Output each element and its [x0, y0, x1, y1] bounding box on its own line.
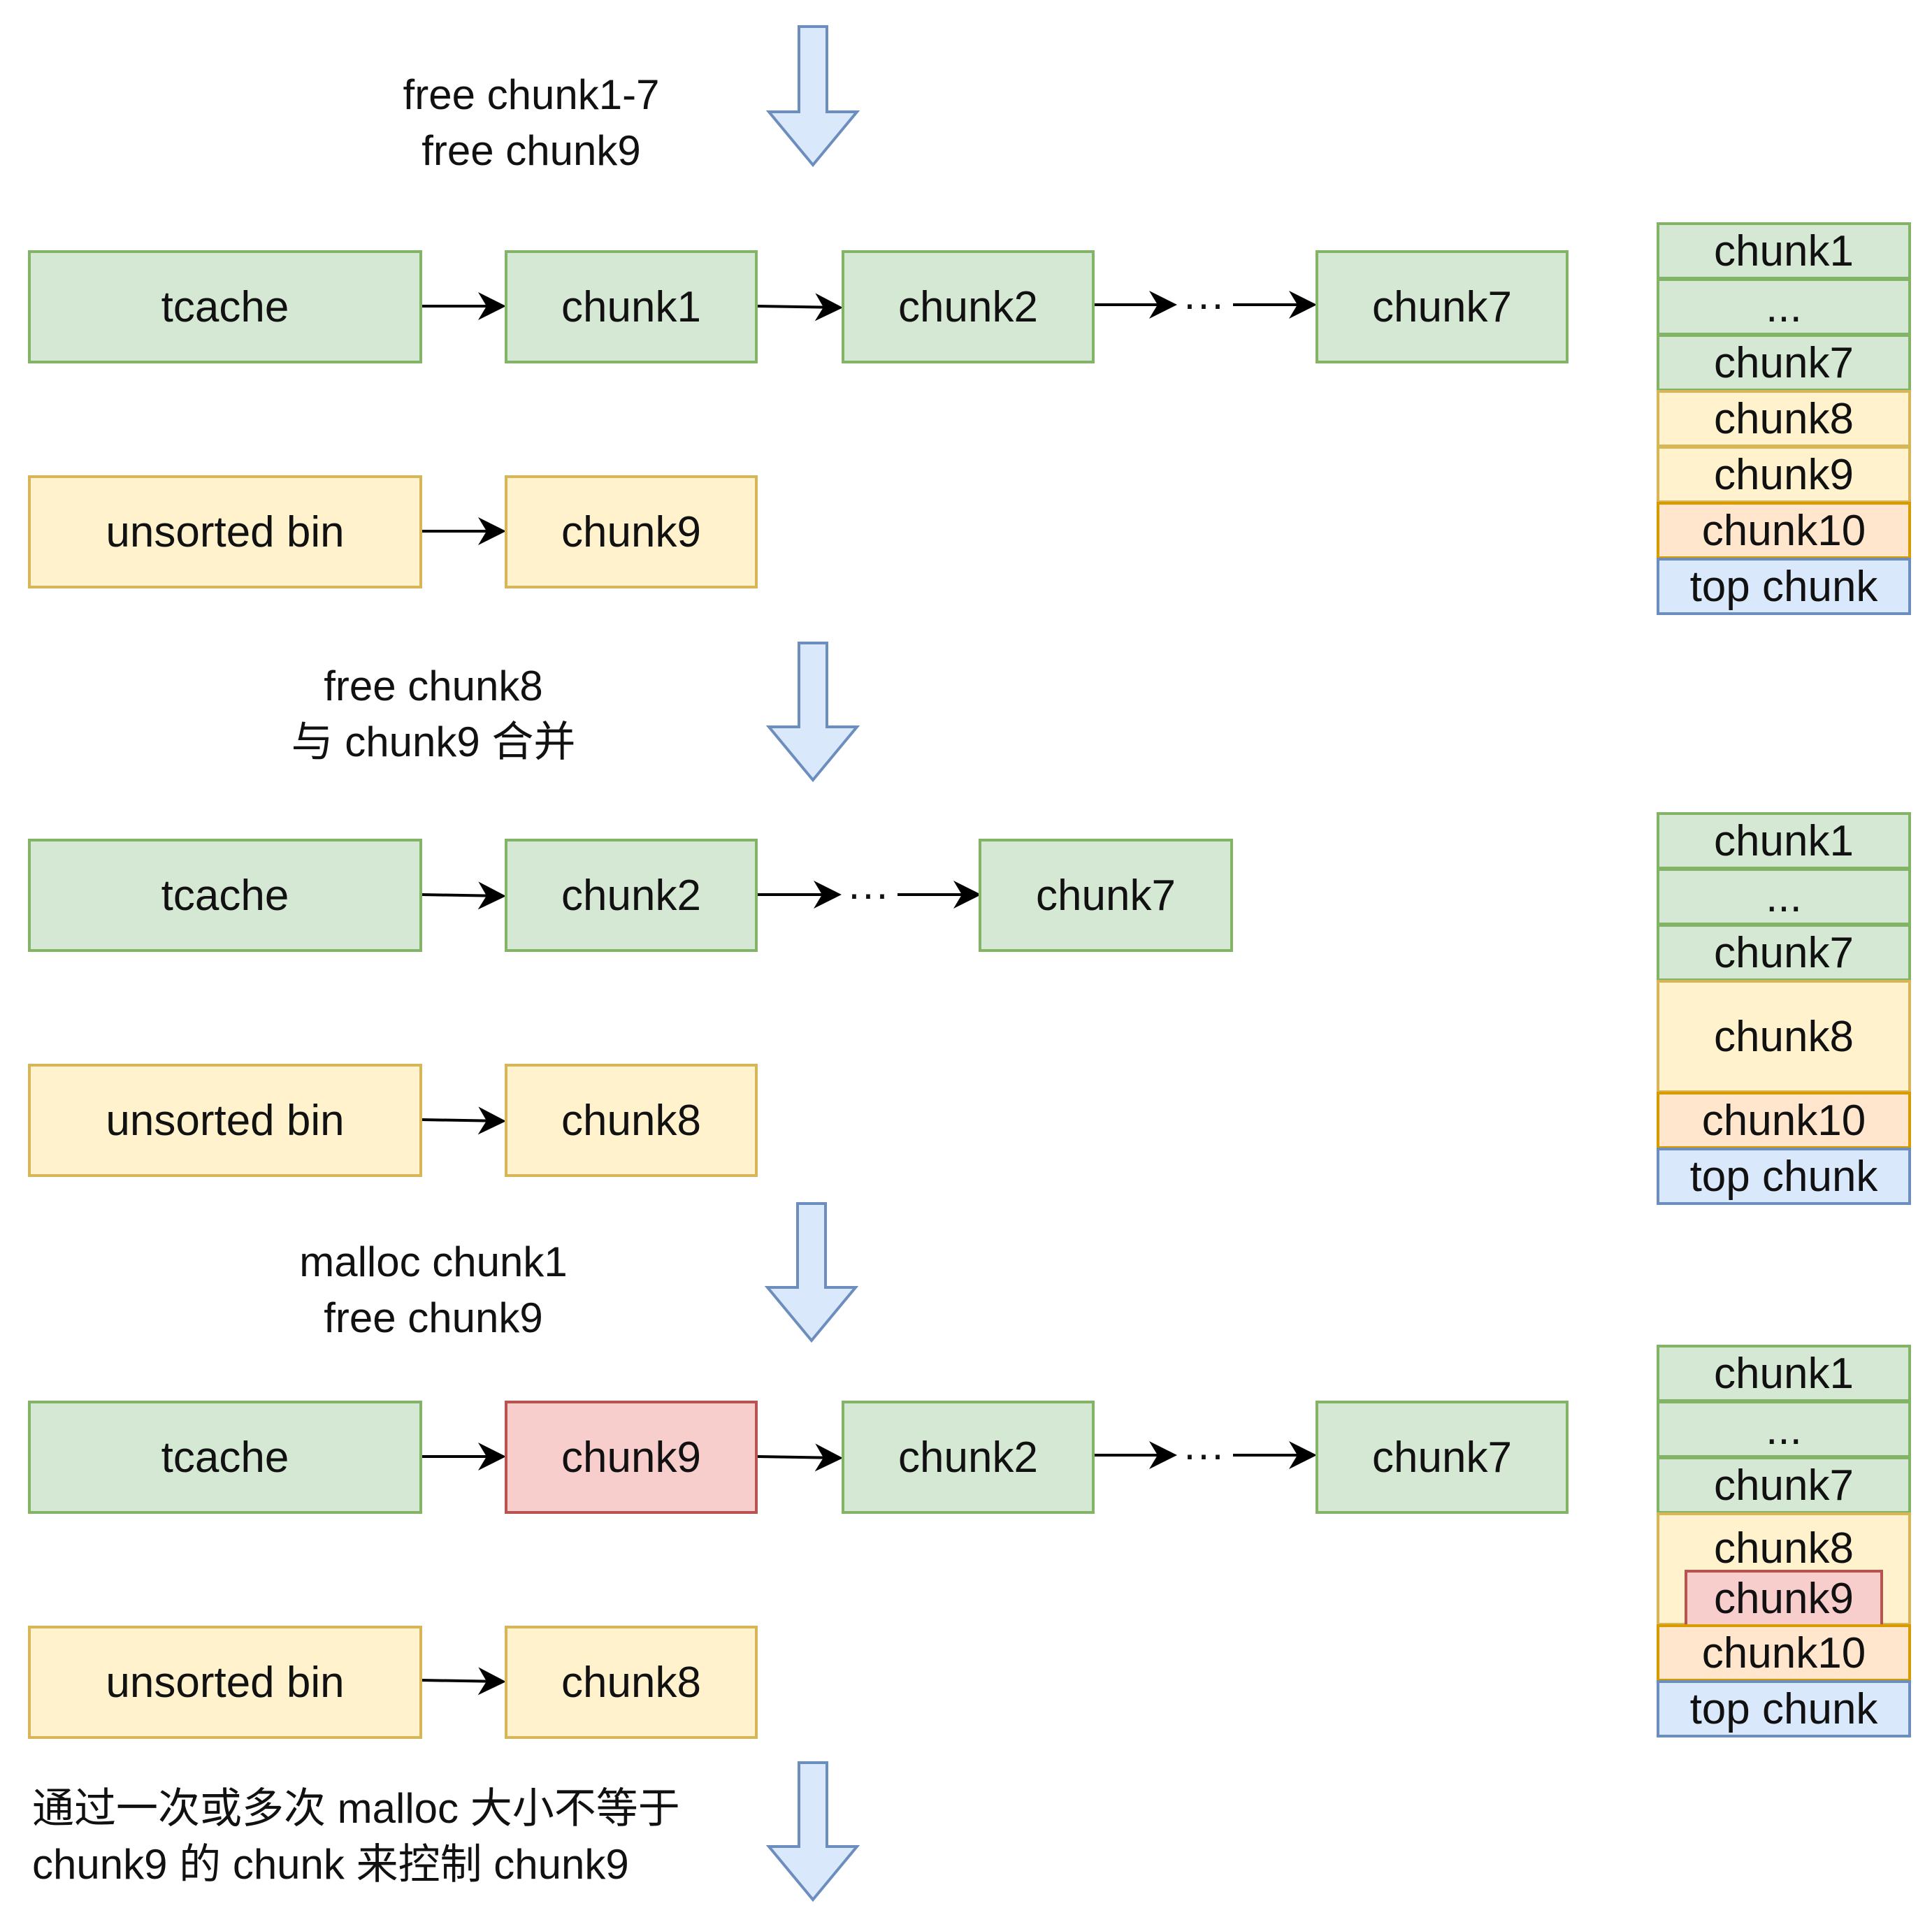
s3-unsorted-node-chunk8: chunk8: [505, 1626, 758, 1739]
s1-mem-chunk10: chunk10: [1657, 502, 1911, 559]
s1-unsorted-node-chunk9: chunk9: [505, 475, 758, 588]
step4-caption: 通过一次或多次 malloc 大小不等于 chunk9 的 chunk 来控制 …: [32, 1781, 759, 1893]
step-down-arrow-1: [765, 25, 860, 168]
s1-mem-chunk8: chunk8: [1657, 390, 1911, 447]
s1-tcache-arrow-2: [756, 293, 843, 322]
s2-mem-top-chunk: top chunk: [1657, 1148, 1911, 1205]
step1-caption-line1: free chunk1-7: [403, 71, 660, 118]
s3-mem-ellipsis: ...: [1657, 1401, 1911, 1458]
s3-unsorted-arrow: [421, 1667, 506, 1696]
s1-mem-chunk7: chunk7: [1657, 334, 1911, 391]
s2-mem-ellipsis: ...: [1657, 868, 1911, 925]
s3-unsorted-head: unsorted bin: [28, 1626, 422, 1739]
step1-caption: free chunk1-7 free chunk9: [336, 67, 727, 179]
step3-caption-line1: malloc chunk1: [299, 1238, 568, 1285]
step3-caption: malloc chunk1 free chunk9: [238, 1234, 629, 1346]
s3-tcache-head: tcache: [28, 1401, 422, 1514]
s2-tcache-head: tcache: [28, 839, 422, 952]
s1-tcache-node-chunk1: chunk1: [505, 250, 758, 363]
s2-mem-chunk8-merged: chunk8: [1657, 980, 1911, 1093]
s3-tcache-node-chunk9: chunk9: [505, 1401, 758, 1514]
s2-mem-chunk1: chunk1: [1657, 812, 1911, 869]
s3-tcache-node-chunk7: chunk7: [1315, 1401, 1569, 1514]
s1-mem-ellipsis: ...: [1657, 278, 1911, 335]
s3-mem-chunk7: chunk7: [1657, 1457, 1911, 1514]
step4-caption-line1: 通过一次或多次 malloc 大小不等于: [32, 1785, 680, 1832]
s2-tcache-node-chunk2: chunk2: [505, 839, 758, 952]
s1-mem-chunk9: chunk9: [1657, 446, 1911, 503]
s2-tcache-node-chunk7: chunk7: [979, 839, 1233, 952]
s1-tcache-head: tcache: [28, 250, 422, 363]
s2-unsorted-arrow: [421, 1106, 506, 1135]
s2-tcache-ellipsis: ···: [847, 870, 889, 917]
s3-mem-chunk8-label: chunk8: [1714, 1524, 1854, 1573]
s1-mem-top-chunk: top chunk: [1657, 558, 1911, 615]
s1-mem-chunk1: chunk1: [1657, 222, 1911, 280]
s3-mem-top-chunk: top chunk: [1657, 1680, 1911, 1737]
s2-mem-chunk10: chunk10: [1657, 1092, 1911, 1149]
step2-caption-line2: 与 chunk9 合并: [291, 718, 576, 765]
s3-tcache-arrow-2: [756, 1443, 843, 1472]
s2-unsorted-head: unsorted bin: [28, 1064, 422, 1177]
s3-tcache-ellipsis: ···: [1183, 1431, 1225, 1478]
s3-mem-chunk10: chunk10: [1657, 1624, 1911, 1682]
s1-tcache-ellipsis: ···: [1183, 280, 1225, 327]
step2-caption-line1: free chunk8: [324, 663, 543, 709]
s1-tcache-node-chunk7: chunk7: [1315, 250, 1569, 363]
step-down-arrow-3: [764, 1202, 859, 1343]
step2-caption: free chunk8 与 chunk9 合并: [238, 658, 629, 770]
s2-unsorted-node-chunk8: chunk8: [505, 1064, 758, 1177]
step4-caption-line2: chunk9 的 chunk 来控制 chunk9: [32, 1841, 629, 1888]
s3-tcache-node-chunk2: chunk2: [842, 1401, 1095, 1514]
s3-mem-chunk9-overlap: chunk9: [1685, 1570, 1883, 1627]
step-down-arrow-4: [765, 1761, 860, 1902]
s1-tcache-node-chunk2: chunk2: [842, 250, 1095, 363]
s2-mem-chunk7: chunk7: [1657, 924, 1911, 981]
step3-caption-line2: free chunk9: [324, 1294, 543, 1341]
s1-unsorted-head: unsorted bin: [28, 475, 422, 588]
step1-caption-line2: free chunk9: [421, 127, 641, 174]
s2-tcache-arrow-1: [421, 881, 506, 910]
s3-mem-chunk1: chunk1: [1657, 1345, 1911, 1402]
step-down-arrow-2: [765, 642, 860, 783]
